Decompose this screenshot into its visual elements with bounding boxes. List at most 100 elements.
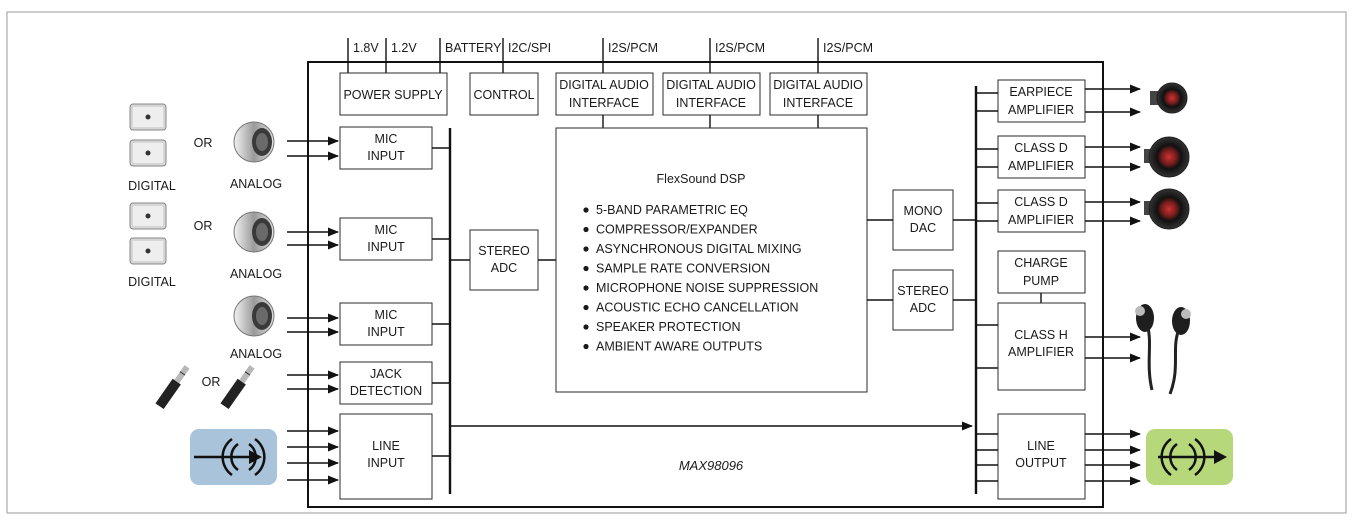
dsp-feature-bullet bbox=[583, 265, 589, 272]
svg-text:CLASS D: CLASS D bbox=[1014, 141, 1068, 155]
audio-jack-icon bbox=[155, 365, 255, 410]
dsp-feature-item: ACOUSTIC ECHO CANCELLATION bbox=[596, 301, 799, 315]
dsp-feature-bullet bbox=[583, 226, 589, 233]
line-in-icon bbox=[190, 429, 277, 485]
dsp-feature-bullet bbox=[583, 207, 589, 213]
digital-label-1: DIGITAL bbox=[128, 179, 176, 193]
class-h-amplifier-block: CLASS H AMPLIFIER bbox=[997, 302, 1086, 391]
svg-text:DAC: DAC bbox=[910, 221, 936, 235]
svg-text:STEREO: STEREO bbox=[897, 284, 949, 298]
dsp-title: FlexSound DSP bbox=[657, 172, 746, 186]
dsp-feature-bullet bbox=[583, 285, 589, 291]
svg-text:MIC: MIC bbox=[375, 223, 398, 237]
rail-i2s-3-label: I2S/PCM bbox=[823, 41, 873, 55]
svg-text:DIGITAL AUDIO: DIGITAL AUDIO bbox=[559, 78, 649, 92]
figure-frame bbox=[6, 11, 1347, 514]
analog-label-3: ANALOG bbox=[230, 347, 282, 361]
earpiece-amplifier-block: EARPIECE AMPLIFIER bbox=[997, 79, 1086, 123]
bus-to-outputs bbox=[976, 92, 998, 482]
analog-mic-icon bbox=[233, 121, 275, 337]
svg-text:INPUT: INPUT bbox=[367, 240, 405, 254]
top-rails: 1.8V 1.2V BATTERY I2C/SPI I2S/PCM I2S/PC… bbox=[347, 38, 873, 73]
mic-input-block-1: MIC INPUT bbox=[339, 126, 433, 170]
rail-1v2-label: 1.2V bbox=[391, 41, 417, 55]
svg-text:INTERFACE: INTERFACE bbox=[676, 96, 746, 110]
rail-i2s-2-label: I2S/PCM bbox=[715, 41, 765, 55]
svg-text:AMPLIFIER: AMPLIFIER bbox=[1008, 345, 1074, 359]
dsp-feature-item: ASYNCHRONOUS DIGITAL MIXING bbox=[596, 242, 802, 256]
svg-text:AMPLIFIER: AMPLIFIER bbox=[1008, 103, 1074, 117]
svg-text:DIGITAL AUDIO: DIGITAL AUDIO bbox=[773, 78, 863, 92]
or-label-2: OR bbox=[194, 219, 213, 233]
line-output-block: LINE OUTPUT bbox=[997, 413, 1086, 500]
svg-text:CLASS D: CLASS D bbox=[1014, 195, 1068, 209]
output-arrows bbox=[1085, 84, 1142, 486]
stereo-adc-block-left: STEREO ADC bbox=[469, 229, 539, 291]
svg-text:ADC: ADC bbox=[910, 301, 936, 315]
mic-input-block-2: MIC INPUT bbox=[339, 217, 433, 261]
dai-block-1: DIGITAL AUDIO INTERFACE bbox=[555, 72, 654, 116]
line-out-icon bbox=[1146, 429, 1233, 485]
svg-text:STEREO: STEREO bbox=[478, 244, 530, 258]
power-supply-block: POWER SUPPLY bbox=[339, 72, 448, 116]
dsp-feature-bullet bbox=[583, 304, 589, 311]
speaker-icon bbox=[1144, 82, 1190, 230]
earphones-icon bbox=[1135, 304, 1191, 395]
svg-text:CHARGE: CHARGE bbox=[1014, 256, 1067, 270]
svg-text:MIC: MIC bbox=[375, 132, 398, 146]
svg-text:INPUT: INPUT bbox=[367, 149, 405, 163]
svg-text:DIGITAL AUDIO: DIGITAL AUDIO bbox=[666, 78, 756, 92]
control-block: CONTROL bbox=[469, 72, 539, 116]
svg-text:DETECTION: DETECTION bbox=[350, 384, 422, 398]
digital-mic-icon bbox=[129, 103, 167, 265]
svg-text:OUTPUT: OUTPUT bbox=[1015, 456, 1067, 470]
rail-1v8-label: 1.8V bbox=[353, 41, 379, 55]
svg-text:POWER SUPPLY: POWER SUPPLY bbox=[343, 88, 443, 102]
dsp-feature-item: SAMPLE RATE CONVERSION bbox=[596, 262, 770, 276]
or-label-1: OR bbox=[194, 136, 213, 150]
class-d-amplifier-block-2: CLASS D AMPLIFIER bbox=[997, 189, 1086, 233]
svg-text:CONTROL: CONTROL bbox=[473, 88, 534, 102]
analog-label-2: ANALOG bbox=[230, 267, 282, 281]
svg-text:INPUT: INPUT bbox=[367, 456, 405, 470]
svg-text:PUMP: PUMP bbox=[1023, 274, 1059, 288]
dai-block-3: DIGITAL AUDIO INTERFACE bbox=[769, 72, 868, 116]
svg-text:INTERFACE: INTERFACE bbox=[569, 96, 639, 110]
line-input-block: LINE INPUT bbox=[339, 413, 433, 500]
svg-text:INPUT: INPUT bbox=[367, 325, 405, 339]
dsp-feature-item: COMPRESSOR/EXPANDER bbox=[596, 223, 758, 237]
dsp-feature-bullet bbox=[583, 324, 589, 330]
input-arrows bbox=[287, 136, 340, 485]
svg-text:AMPLIFIER: AMPLIFIER bbox=[1008, 213, 1074, 227]
chip-name: MAX98096 bbox=[679, 458, 744, 473]
charge-pump-block: CHARGE PUMP bbox=[997, 250, 1086, 294]
mono-dac-block: MONO DAC bbox=[892, 189, 954, 251]
svg-text:LINE: LINE bbox=[372, 439, 400, 453]
class-d-amplifier-block-1: CLASS D AMPLIFIER bbox=[997, 135, 1086, 179]
dsp-feature-list: 5-BAND PARAMETRIC EQ COMPRESSOR/EXPANDER A… bbox=[583, 203, 818, 354]
svg-text:MIC: MIC bbox=[375, 308, 398, 322]
stereo-adc-block-right: STEREO ADC bbox=[892, 269, 954, 331]
svg-text:INTERFACE: INTERFACE bbox=[783, 96, 853, 110]
svg-text:AMPLIFIER: AMPLIFIER bbox=[1008, 159, 1074, 173]
svg-text:CLASS H: CLASS H bbox=[1014, 328, 1068, 342]
dsp-feature-bullet bbox=[583, 343, 589, 350]
digital-label-2: DIGITAL bbox=[128, 275, 176, 289]
dsp-feature-item: 5-BAND PARAMETRIC EQ bbox=[596, 203, 748, 217]
rail-i2s-1-label: I2S/PCM bbox=[608, 41, 658, 55]
dsp-feature-bullet bbox=[583, 246, 589, 252]
svg-text:MONO: MONO bbox=[904, 204, 943, 218]
flexsound-dsp-block: FlexSound DSP 5-BAND PARAMETRIC EQ COMPRE… bbox=[555, 127, 868, 393]
dai-block-2: DIGITAL AUDIO INTERFACE bbox=[662, 72, 761, 116]
jack-detection-block: JACK DETECTION bbox=[339, 361, 433, 405]
mic-input-block-3: MIC INPUT bbox=[339, 302, 433, 346]
svg-text:LINE: LINE bbox=[1027, 439, 1055, 453]
dsp-feature-item: AMBIENT AWARE OUTPUTS bbox=[596, 340, 762, 354]
dsp-feature-item: SPEAKER PROTECTION bbox=[596, 320, 740, 334]
dsp-feature-item: MICROPHONE NOISE SUPPRESSION bbox=[596, 281, 818, 295]
svg-text:EARPIECE: EARPIECE bbox=[1009, 85, 1072, 99]
rail-battery-label: BATTERY bbox=[445, 41, 502, 55]
svg-text:ADC: ADC bbox=[491, 261, 517, 275]
